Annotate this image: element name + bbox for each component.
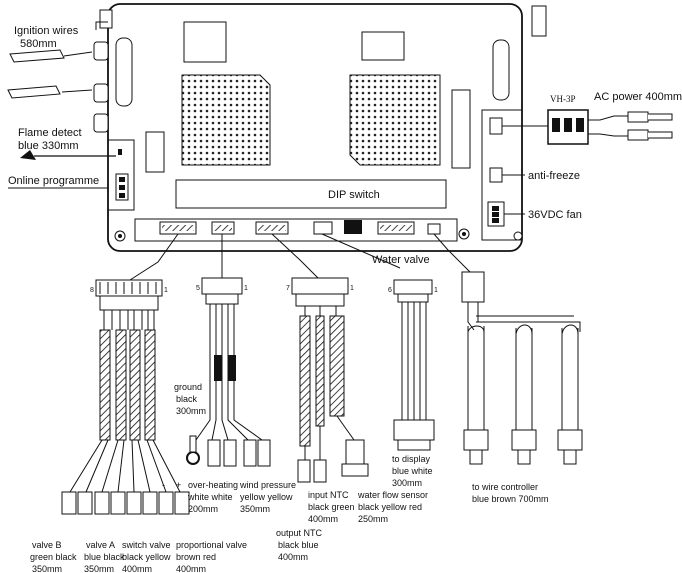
valve-b-label-2: green black bbox=[30, 552, 77, 562]
anti-freeze-label: anti-freeze bbox=[528, 170, 580, 182]
controller-label-1: to wire controller bbox=[472, 482, 538, 492]
board-connectors bbox=[129, 220, 471, 281]
polarity-minus: - bbox=[162, 480, 165, 490]
pin-mark-5: 5 bbox=[196, 285, 200, 292]
output-ntc-label-2: black blue bbox=[278, 540, 319, 550]
polarity-plus: + bbox=[176, 480, 181, 490]
wind-label-3: 350mm bbox=[240, 504, 270, 514]
overheat-label-1: over-heating bbox=[188, 480, 238, 490]
output-ntc-label-1: output NTC bbox=[276, 528, 323, 538]
controller-harness bbox=[461, 271, 583, 465]
prop-valve-label-1: proportional valve bbox=[176, 540, 247, 550]
pin-mark-1b: 1 bbox=[244, 285, 248, 292]
switch-valve-label-3: 400mm bbox=[122, 564, 152, 573]
ground-label-1: ground bbox=[174, 382, 202, 392]
prop-valve-label-3: 400mm bbox=[176, 564, 206, 573]
wind-label-1: wind pressure bbox=[239, 480, 296, 490]
controller-label-2: blue brown 700mm bbox=[472, 494, 549, 504]
fan-label: 36VDC fan bbox=[528, 209, 582, 221]
control-board bbox=[95, 3, 547, 252]
switch-valve-label-2: black yellow bbox=[122, 552, 171, 562]
flame-detect-wire bbox=[20, 150, 116, 160]
pin-mark-1d: 1 bbox=[434, 287, 438, 294]
prop-valve-label-2: brown red bbox=[176, 552, 216, 562]
switch-valve-label-1: switch valve bbox=[122, 540, 171, 550]
pin-mark-7: 7 bbox=[286, 285, 290, 292]
display-harness bbox=[393, 279, 435, 451]
ntc-harness bbox=[291, 277, 369, 483]
pin-mark-1c: 1 bbox=[350, 285, 354, 292]
valve-harness bbox=[61, 279, 190, 515]
ac-power-label: AC power 400mm bbox=[594, 91, 682, 103]
pin-mark-8: 8 bbox=[90, 287, 94, 294]
ground-label-3: 300mm bbox=[176, 406, 206, 416]
pin-mark-1a: 1 bbox=[164, 287, 168, 294]
input-ntc-label-3: 400mm bbox=[308, 514, 338, 524]
ignition-terminals bbox=[7, 41, 109, 133]
water-valve-label: Water valve bbox=[372, 254, 430, 266]
vent-grid-left bbox=[181, 74, 271, 166]
valve-a-label-2: blue black bbox=[84, 552, 125, 562]
ignition-label-1: Ignition wires bbox=[14, 25, 79, 37]
pin-mark-6: 6 bbox=[388, 287, 392, 294]
input-ntc-label-1: input NTC bbox=[308, 490, 349, 500]
flow-sensor-label-2: black yellow red bbox=[358, 502, 422, 512]
display-label-3: 300mm bbox=[392, 478, 422, 488]
flame-label-1: Flame detect bbox=[18, 127, 82, 139]
flow-sensor-label-1: water flow sensor bbox=[357, 490, 428, 500]
ignition-label-2: 580mm bbox=[20, 38, 57, 50]
sensor-harness bbox=[186, 277, 271, 467]
ac-power-connector bbox=[489, 109, 673, 145]
anti-freeze-connector bbox=[489, 167, 525, 183]
output-ntc-label-3: 400mm bbox=[278, 552, 308, 562]
flame-label-2: blue 330mm bbox=[18, 140, 79, 152]
flow-sensor-label-3: 250mm bbox=[358, 514, 388, 524]
fan-connector bbox=[487, 201, 525, 227]
valve-b-label-3: 350mm bbox=[32, 564, 62, 573]
display-label-2: blue white bbox=[392, 466, 433, 476]
input-ntc-label-2: black green bbox=[308, 502, 355, 512]
ground-label-2: black bbox=[176, 394, 198, 404]
dip-switch-label: DIP switch bbox=[328, 189, 380, 201]
wind-label-2: yellow yellow bbox=[240, 492, 293, 502]
online-label: Online programme bbox=[8, 175, 99, 187]
overheat-label-2: white white bbox=[187, 492, 233, 502]
overheat-label-3: 200mm bbox=[188, 504, 218, 514]
vent-grid-right bbox=[349, 74, 441, 166]
labels: Ignition wires 580mm Flame detect blue 3… bbox=[8, 25, 682, 573]
valve-a-label-3: 350mm bbox=[84, 564, 114, 573]
display-label-1: to display bbox=[392, 454, 431, 464]
valve-b-label-1: valve B bbox=[32, 540, 62, 550]
vh3p-label: VH-3P bbox=[550, 94, 576, 104]
valve-a-label-1: valve A bbox=[86, 540, 115, 550]
